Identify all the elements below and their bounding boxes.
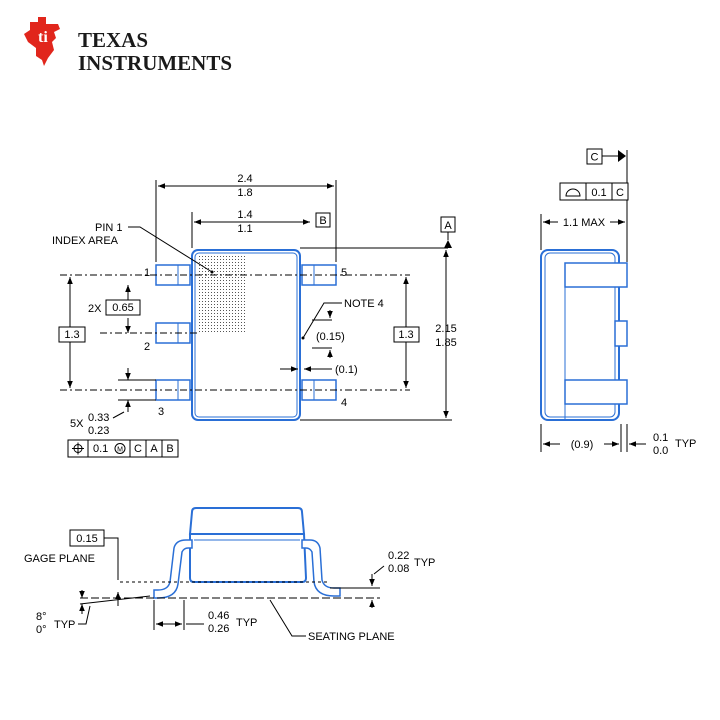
thickness-max: 0.22	[388, 550, 409, 562]
detail-body-top	[188, 507, 306, 535]
package-body	[191, 249, 301, 421]
lead-count: 5X	[70, 418, 84, 430]
body-width-min: 1.1	[237, 223, 252, 235]
foot-typ: TYP	[236, 617, 257, 629]
flatness-frame: 0.1 C	[559, 182, 629, 201]
side-view: C 0.1 C 1.1 MAX (0.9)	[540, 148, 696, 457]
thickness-typ: TYP	[414, 557, 435, 569]
datum-c-label: C	[591, 152, 599, 164]
logo-line2: INSTRUMENTS	[78, 51, 232, 75]
span-left-box	[58, 326, 86, 343]
datum-a-label: A	[444, 220, 452, 232]
pin1-index-area	[197, 256, 245, 332]
span-right-box	[393, 326, 420, 343]
flatness-datum: C	[616, 187, 624, 199]
mmc-icon	[114, 443, 126, 454]
lead-width-max: 0.33	[88, 412, 109, 424]
datum-b-box	[315, 212, 331, 228]
height-max: 1.1 MAX	[563, 217, 606, 229]
pitch-value: 0.65	[112, 302, 133, 314]
pitch-box	[105, 299, 141, 316]
top-view: 2.4 1.8 1.4 1.1 B A 2.15 1.85	[52, 173, 457, 458]
datum-b-label: B	[319, 215, 326, 227]
span-left-value: 1.3	[64, 329, 79, 341]
thickness-min: 0.08	[388, 563, 409, 575]
pin-number-2: 2	[144, 341, 150, 353]
angle-max: 8°	[36, 611, 47, 623]
dim-0-1: (0.1)	[335, 364, 358, 376]
pin1-label-line2: INDEX AREA	[52, 235, 119, 247]
angle-min: 0°	[36, 624, 47, 636]
ti-logo-icon	[24, 17, 60, 66]
pin-number-4: 4	[341, 397, 347, 409]
lead-detail: 0.15 GAGE PLANE 8° 0° TYP 0.22 0.08 TYP …	[24, 507, 435, 643]
foot-max: 0.46	[208, 610, 229, 622]
gage-plane-label: GAGE PLANE	[24, 553, 95, 565]
standoff-ref: (0.9)	[571, 439, 594, 451]
svg-text:M: M	[117, 447, 123, 454]
fcf-tolerance: 0.1	[93, 443, 108, 455]
pin1-label-line1: PIN 1	[95, 222, 123, 234]
overall-width-min: 1.8	[237, 187, 252, 199]
gage-dim: 0.15	[76, 533, 97, 545]
logo-line1: TEXAS	[78, 28, 148, 52]
ti-logo: ti TEXAS INSTRUMENTS	[24, 17, 232, 75]
note-4: NOTE 4	[344, 298, 384, 310]
body-width-max: 1.4	[237, 209, 252, 221]
length-max: 2.15	[435, 323, 456, 335]
overall-width-max: 2.4	[237, 173, 252, 185]
standoff-max: 0.1	[653, 432, 668, 444]
span-right-value: 1.3	[398, 329, 413, 341]
fcf-datum-1: C	[134, 443, 142, 455]
svg-text:ti: ti	[38, 29, 48, 46]
angle-typ: TYP	[54, 619, 75, 631]
pitch-count: 2X	[88, 303, 102, 315]
detail-body-bottom	[189, 533, 308, 583]
fcf-datum-3: B	[166, 443, 173, 455]
left-lead	[153, 539, 193, 599]
standoff-min: 0.0	[653, 445, 668, 457]
profile-surface-icon	[565, 188, 581, 197]
pin-number-5: 5	[341, 267, 347, 279]
foot-min: 0.26	[208, 623, 229, 635]
fcf-datum-2: A	[150, 443, 158, 455]
standoff-typ: TYP	[675, 438, 696, 450]
lead-width-min: 0.23	[88, 425, 109, 437]
feature-control-frame: 0.1 M C A B	[67, 439, 179, 458]
datum-a-box	[440, 216, 456, 233]
flatness-tol: 0.1	[591, 187, 606, 199]
seating-plane-label: SEATING PLANE	[308, 631, 395, 643]
right-lead	[301, 539, 341, 597]
length-min: 1.85	[435, 337, 456, 349]
pin-number-1: 1	[144, 267, 150, 279]
pin-number-3: 3	[158, 406, 164, 418]
dim-0-15: (0.15)	[316, 331, 345, 343]
